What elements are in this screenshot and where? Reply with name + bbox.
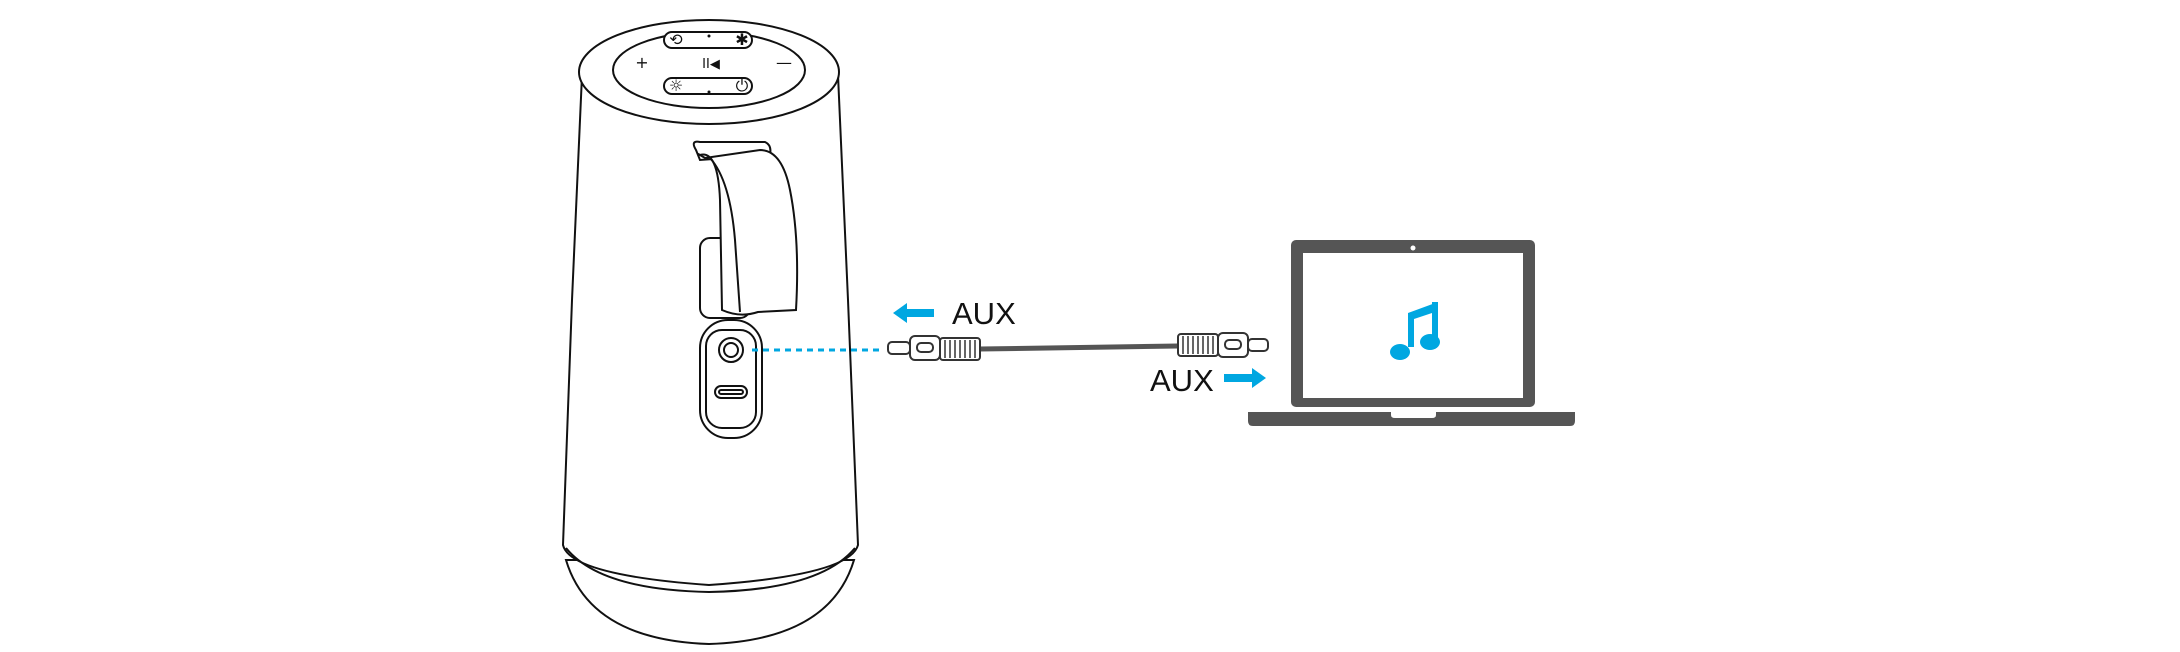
webcam	[1410, 245, 1416, 251]
cable-plug-right	[1177, 332, 1269, 358]
carry-strap	[692, 140, 799, 319]
party-icon[interactable]: ⟲	[669, 30, 683, 49]
bluetooth-icon[interactable]: ✱	[735, 30, 748, 49]
power-icon[interactable]: ⏻	[736, 76, 749, 95]
light-icon[interactable]: ☼	[669, 76, 683, 95]
aux-input-label: AUX	[952, 296, 1016, 331]
aux-output-label: AUX	[1150, 363, 1214, 398]
volume-up-button[interactable]: +	[635, 53, 648, 72]
play-pause-button[interactable]: II◀	[702, 57, 720, 72]
volume-down-button[interactable]: —	[776, 53, 792, 72]
cable-plug-left	[887, 335, 981, 361]
laptop	[1248, 240, 1575, 426]
arrow-left-icon	[893, 303, 934, 323]
aux-cable	[887, 332, 1269, 361]
arrow-right-icon	[1224, 368, 1266, 388]
laptop-base	[1248, 412, 1575, 426]
speaker: ⟲ ✱ ☼ ⏻ + — II◀	[561, 19, 860, 646]
speaker-base	[564, 559, 856, 646]
music-note-icon	[1390, 302, 1440, 360]
